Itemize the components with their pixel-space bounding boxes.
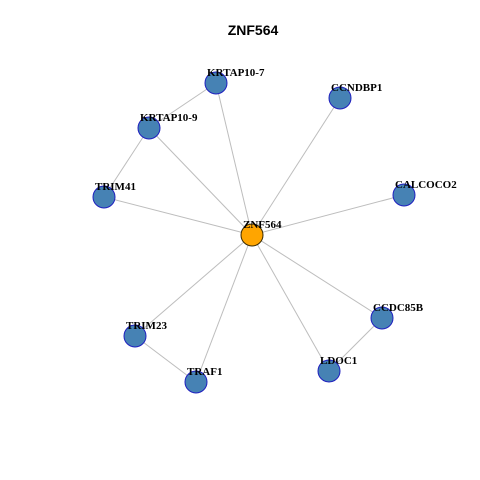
edge-krtap10-7-krtap10-9 xyxy=(148,82,217,129)
node-label-ldoc1: LDOC1 xyxy=(320,355,357,367)
node-label-trim23: TRIM23 xyxy=(126,320,167,332)
nodes-layer xyxy=(92,71,416,394)
node-ccdc85b[interactable] xyxy=(370,306,394,330)
node-calcoco2[interactable] xyxy=(392,183,416,207)
edge-krtap10-9-trim41 xyxy=(103,127,150,198)
edges-layer xyxy=(103,82,405,383)
node-label-traf1: TRAF1 xyxy=(187,366,222,378)
node-label-ccndbp1: CCNDBP1 xyxy=(331,82,382,94)
diagram-title: ZNF564 xyxy=(228,22,279,38)
node-label-znf564: ZNF564 xyxy=(243,219,282,231)
edge-znf564-calcoco2 xyxy=(251,194,405,236)
node-ldoc1[interactable] xyxy=(317,359,341,383)
node-label-trim41: TRIM41 xyxy=(95,181,136,193)
node-znf564[interactable] xyxy=(240,223,264,247)
edge-znf564-trim41 xyxy=(103,196,253,236)
node-traf1[interactable] xyxy=(184,370,208,394)
node-krtap10-7[interactable] xyxy=(204,71,228,95)
node-ccndbp1[interactable] xyxy=(328,86,352,110)
node-label-ccdc85b: CCDC85B xyxy=(373,302,424,314)
edge-znf564-ccdc85b xyxy=(251,234,383,319)
edge-znf564-traf1 xyxy=(195,234,253,383)
node-krtap10-9[interactable] xyxy=(137,116,161,140)
node-label-krtap10-9: KRTAP10-9 xyxy=(140,112,198,124)
edge-znf564-trim23 xyxy=(134,234,253,337)
edge-znf564-ccndbp1 xyxy=(251,97,341,236)
edge-znf564-krtap10-7 xyxy=(215,82,253,236)
edge-trim23-traf1 xyxy=(134,335,197,383)
node-label-krtap10-7: KRTAP10-7 xyxy=(207,67,265,79)
edge-ccdc85b-ldoc1 xyxy=(328,317,383,372)
node-trim23[interactable] xyxy=(123,324,147,348)
edge-znf564-krtap10-9 xyxy=(148,127,253,236)
edge-znf564-ldoc1 xyxy=(251,234,330,372)
node-label-calcoco2: CALCOCO2 xyxy=(395,179,457,191)
node-trim41[interactable] xyxy=(92,185,116,209)
